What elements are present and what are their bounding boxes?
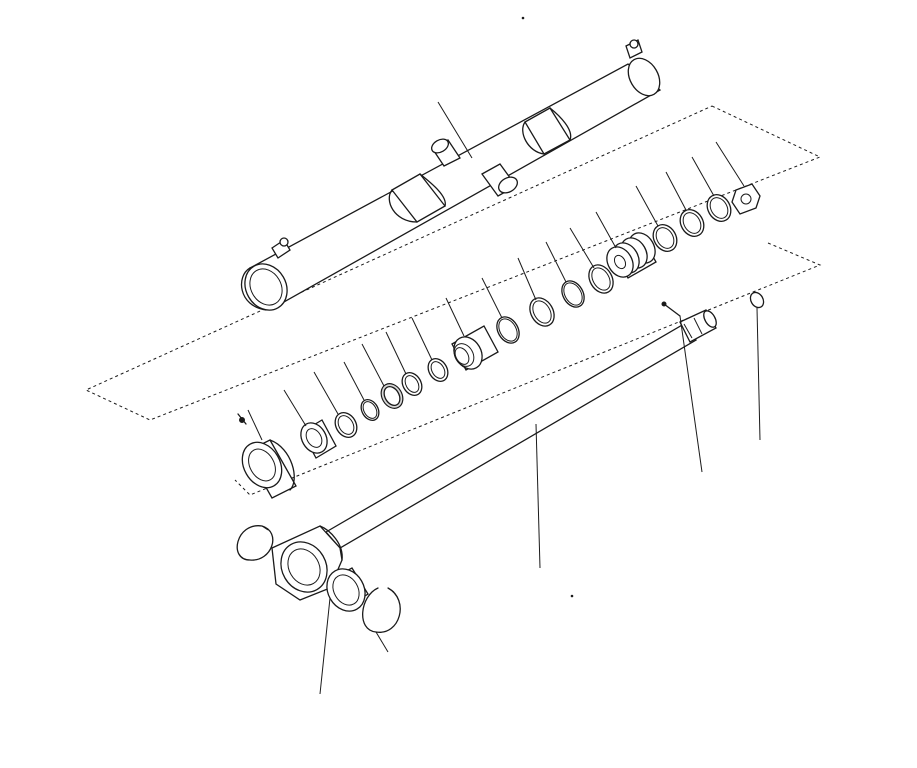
seal-ring — [665, 171, 705, 237]
bushing — [319, 567, 369, 695]
piston-rod — [271, 309, 717, 601]
seal-ring — [517, 257, 555, 327]
speck — [570, 594, 574, 598]
cotter-pin — [661, 301, 703, 473]
seal-ring — [361, 343, 404, 409]
cylinder-tube — [241, 39, 662, 311]
seal-ring — [691, 156, 732, 222]
seal-ring — [635, 185, 678, 252]
speck — [521, 16, 525, 20]
grease-fitting-icon — [625, 39, 643, 59]
cylinder-head — [445, 297, 499, 371]
nut — [715, 141, 761, 215]
o-ring — [481, 277, 520, 344]
bushing — [411, 317, 449, 382]
piston — [595, 211, 657, 279]
lower-port — [481, 163, 518, 197]
bushing — [283, 389, 337, 459]
cylinder-head-nut — [241, 409, 297, 499]
upper-dashed-assembly-box — [84, 105, 822, 421]
o-ring — [343, 361, 380, 421]
o-ring — [749, 291, 765, 441]
seal-ring — [569, 227, 614, 294]
cotter-pin — [237, 413, 247, 425]
seal-ring — [313, 371, 358, 438]
o-ring — [545, 241, 585, 308]
snap-ring — [236, 525, 274, 561]
grease-fitting-icon — [271, 237, 291, 259]
upper-port — [430, 138, 461, 167]
snap-ring — [362, 587, 401, 653]
bushing — [385, 331, 423, 396]
